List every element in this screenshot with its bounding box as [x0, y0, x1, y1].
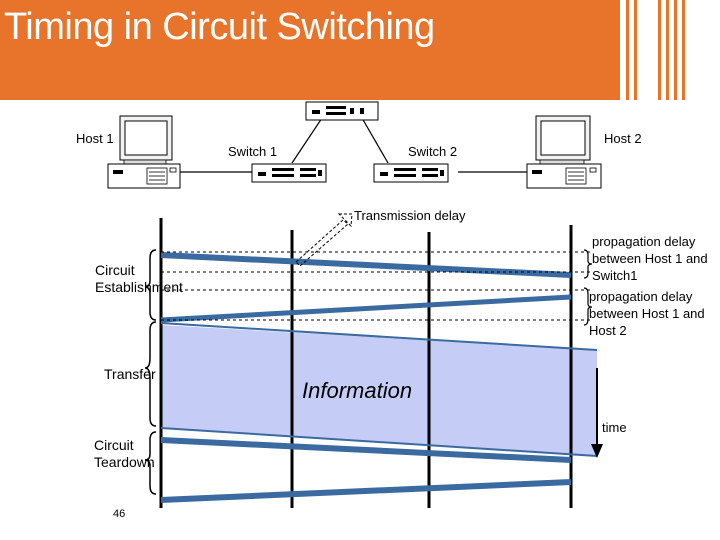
router-icon [305, 101, 379, 121]
title-bar: Timing in Circuit Switching [0, 0, 620, 100]
switch1-icon [251, 163, 327, 183]
decorative-stripe [682, 0, 685, 100]
prop-delay-h1-h2-label: propagation delay between Host 1 and Hos… [589, 289, 705, 338]
switch1-label: Switch 1 [228, 144, 278, 159]
information-label: Information [302, 378, 413, 403]
switch2-icon [373, 163, 449, 183]
host1-computer-icon [107, 115, 181, 189]
host2-computer-icon [526, 115, 602, 189]
host1-label: Host 1 [76, 131, 114, 146]
signal-lines [160, 252, 598, 503]
circuit-teardown-label: Circuit Teardown [94, 437, 155, 470]
brace-transfer [144, 321, 157, 427]
brace-circuit-establishment [144, 249, 157, 321]
bracket-prop-h1-s1 [583, 249, 593, 279]
decorative-stripe [626, 0, 629, 100]
decorative-stripe [658, 0, 661, 100]
transfer-band [161, 325, 597, 456]
transfer-label: Transfer [104, 366, 156, 382]
transmission-delay-arrow [295, 213, 353, 267]
transmission-delay-label: Transmission delay [354, 208, 466, 223]
time-label: time [602, 420, 627, 435]
slide-title: Timing in Circuit Switching [4, 6, 435, 48]
circuit-establishment-label: Circuit Establishment [95, 262, 183, 295]
decorative-stripe [674, 0, 677, 100]
switch2-label: Switch 2 [408, 144, 458, 159]
time-arrow [591, 368, 603, 458]
network-links [178, 117, 528, 173]
decorative-stripe [666, 0, 669, 100]
prop-delay-h1-s1-label: propagation delay between Host 1 and Swi… [592, 234, 708, 283]
decorative-stripe [634, 0, 637, 100]
bracket-prop-h1-h2 [583, 287, 593, 326]
brace-circuit-teardown [144, 431, 157, 495]
page-number: 46 [113, 508, 126, 520]
host2-label: Host 2 [604, 131, 642, 146]
